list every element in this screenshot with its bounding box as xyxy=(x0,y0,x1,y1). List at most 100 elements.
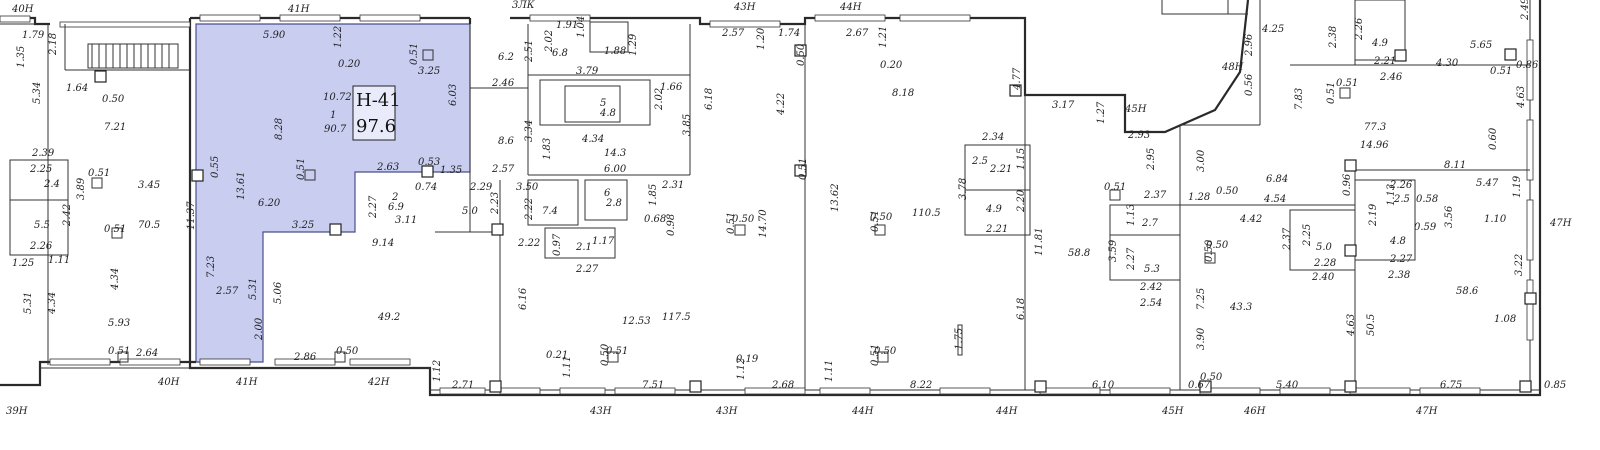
dim-label: 0.51 xyxy=(1336,78,1358,89)
room-area: 5.3 xyxy=(1144,264,1160,275)
dim-label: 0.20 xyxy=(338,59,361,70)
dim-label: 2.51 xyxy=(524,40,535,63)
dim-label: 2.25 xyxy=(1302,224,1313,247)
dim-label: 9.14 xyxy=(372,238,394,249)
dim-label: 2.86 xyxy=(293,352,317,363)
dim-label: 1.12 xyxy=(432,360,443,382)
dim-label: 8.18 xyxy=(892,88,914,99)
dim-label: 6.84 xyxy=(1266,174,1288,185)
dim-label: 2.21 xyxy=(985,224,1008,235)
dim-label: 1.85 xyxy=(648,184,659,206)
dim-label: 0.51 xyxy=(296,158,307,180)
room-area: 2.5 xyxy=(1393,194,1410,205)
dim-label: 3.25 xyxy=(292,220,314,231)
dim-label: 13.62 xyxy=(830,183,841,212)
dim-label: 0.51 xyxy=(88,168,110,179)
dim-label: 0.50 xyxy=(1204,239,1215,262)
dim-label: 1.11 xyxy=(824,360,835,382)
dim-label: 0.51 xyxy=(1104,182,1126,193)
dim-label: 3.50 xyxy=(516,182,539,193)
unit-label-number: Н-41 xyxy=(356,90,401,111)
dim-label: 5.31 xyxy=(23,292,34,314)
dim-label: 2.28 xyxy=(1313,258,1336,269)
room-number: 2 xyxy=(391,192,398,203)
apartment-label: 40Н xyxy=(11,4,34,15)
apartment-label: 40Н xyxy=(157,377,180,388)
dim-label: 6.8 xyxy=(552,48,568,59)
dim-label: 0.50 xyxy=(1200,372,1223,383)
dim-label: 1.88 xyxy=(604,46,626,57)
dim-label: 5.40 xyxy=(1276,380,1299,391)
dim-label: 8.28 xyxy=(274,118,285,140)
dim-label: 2.71 xyxy=(451,380,474,391)
room-area: 5.0 xyxy=(1316,242,1333,253)
dim-label: 2.95 xyxy=(1146,148,1157,171)
dim-label: 5.5 xyxy=(34,220,50,231)
dim-label: 3.56 xyxy=(1444,205,1455,228)
dim-label: 0.50 xyxy=(102,94,125,105)
dim-label: 2.19 xyxy=(1368,203,1379,227)
dim-label: 50.5 xyxy=(1366,314,1377,336)
unit-label-box[interactable]: Н-41 97.6 xyxy=(352,85,401,141)
dim-label: 2.34 xyxy=(981,132,1004,143)
dim-label: 2.57 xyxy=(215,286,239,297)
dim-label: 4.77 xyxy=(1012,67,1023,91)
dim-label: 4.30 xyxy=(1435,58,1459,69)
dim-label: 3.78 xyxy=(958,178,969,200)
dim-label: 6.2 xyxy=(498,52,514,63)
apartment-label: 45Н xyxy=(1161,406,1184,417)
dim-label: 1.91 xyxy=(556,20,578,31)
dim-label: 1.22 xyxy=(333,26,344,48)
apartment-label: 43Н xyxy=(733,2,756,13)
dim-label: 2.64 xyxy=(135,348,158,359)
dim-label: 1.35 xyxy=(16,46,27,68)
dim-label: 0.56 xyxy=(1244,73,1255,96)
dim-label: 0.86 xyxy=(1516,60,1539,71)
dim-label: 12.53 xyxy=(622,316,651,327)
dim-label: 1.15 xyxy=(1016,148,1027,170)
dim-label: 2.38 xyxy=(1328,26,1339,49)
dim-label: 0.21 xyxy=(546,350,568,361)
dim-label: 3.45 xyxy=(138,180,160,191)
dim-label: 0.51 xyxy=(1490,66,1512,77)
dim-label: 3.89 xyxy=(76,177,87,200)
dim-label: 3.17 xyxy=(1052,100,1075,111)
dim-label: 1.08 xyxy=(1494,314,1516,325)
dim-label: 2.63 xyxy=(376,162,399,173)
dim-label: 2.18 xyxy=(48,33,59,56)
room-area: 7.4 xyxy=(542,206,558,217)
apartment-label: 47Н xyxy=(1415,406,1438,417)
dim-label: 11.81 xyxy=(1034,227,1045,256)
dim-label: 7.21 xyxy=(104,122,126,133)
dim-label: 6.00 xyxy=(604,164,627,175)
room-area: 90.7 xyxy=(324,124,347,135)
dim-label: 0.67 xyxy=(1188,380,1211,391)
windows xyxy=(0,14,1534,395)
dimension-labels: 5.90 1.22 0.20 0.51 3.25 10.72 1 90.7 6.… xyxy=(12,0,1566,391)
apartment-label: 41Н xyxy=(235,377,258,388)
dim-label: 1.13 xyxy=(1386,184,1397,206)
dim-label: 6.03 xyxy=(448,84,459,106)
room-area: 58.6 xyxy=(1456,286,1479,297)
dim-label: 0.59 xyxy=(1414,222,1437,233)
dim-label: 4.63 xyxy=(1346,314,1357,337)
apartment-label: 46Н xyxy=(1243,406,1266,417)
dim-label: 0.51 xyxy=(108,346,130,357)
dim-label: 2.22 xyxy=(517,238,540,249)
dim-label: 3.34 xyxy=(524,120,535,142)
dim-label: 0.53 xyxy=(418,157,440,168)
dim-label: 10.72 xyxy=(323,92,352,103)
dim-label: 0.50 xyxy=(1206,240,1229,251)
room-area: 4.9 xyxy=(1371,38,1389,49)
dim-label: 1.19 xyxy=(1512,175,1523,198)
room-area: 58.8 xyxy=(1068,248,1090,259)
dim-label: 4.34 xyxy=(110,268,121,291)
room-area: 5.0 xyxy=(462,206,479,217)
dim-label: 4.34 xyxy=(47,292,58,315)
dim-label: 1.13 xyxy=(1126,204,1137,226)
dim-label: 7.51 xyxy=(642,380,664,391)
dim-label: 0.50 xyxy=(874,346,897,357)
apartment-label: 3ЛК xyxy=(512,0,535,11)
dim-label: 0.55 xyxy=(210,156,221,178)
apartment-label: 39Н xyxy=(6,406,28,417)
